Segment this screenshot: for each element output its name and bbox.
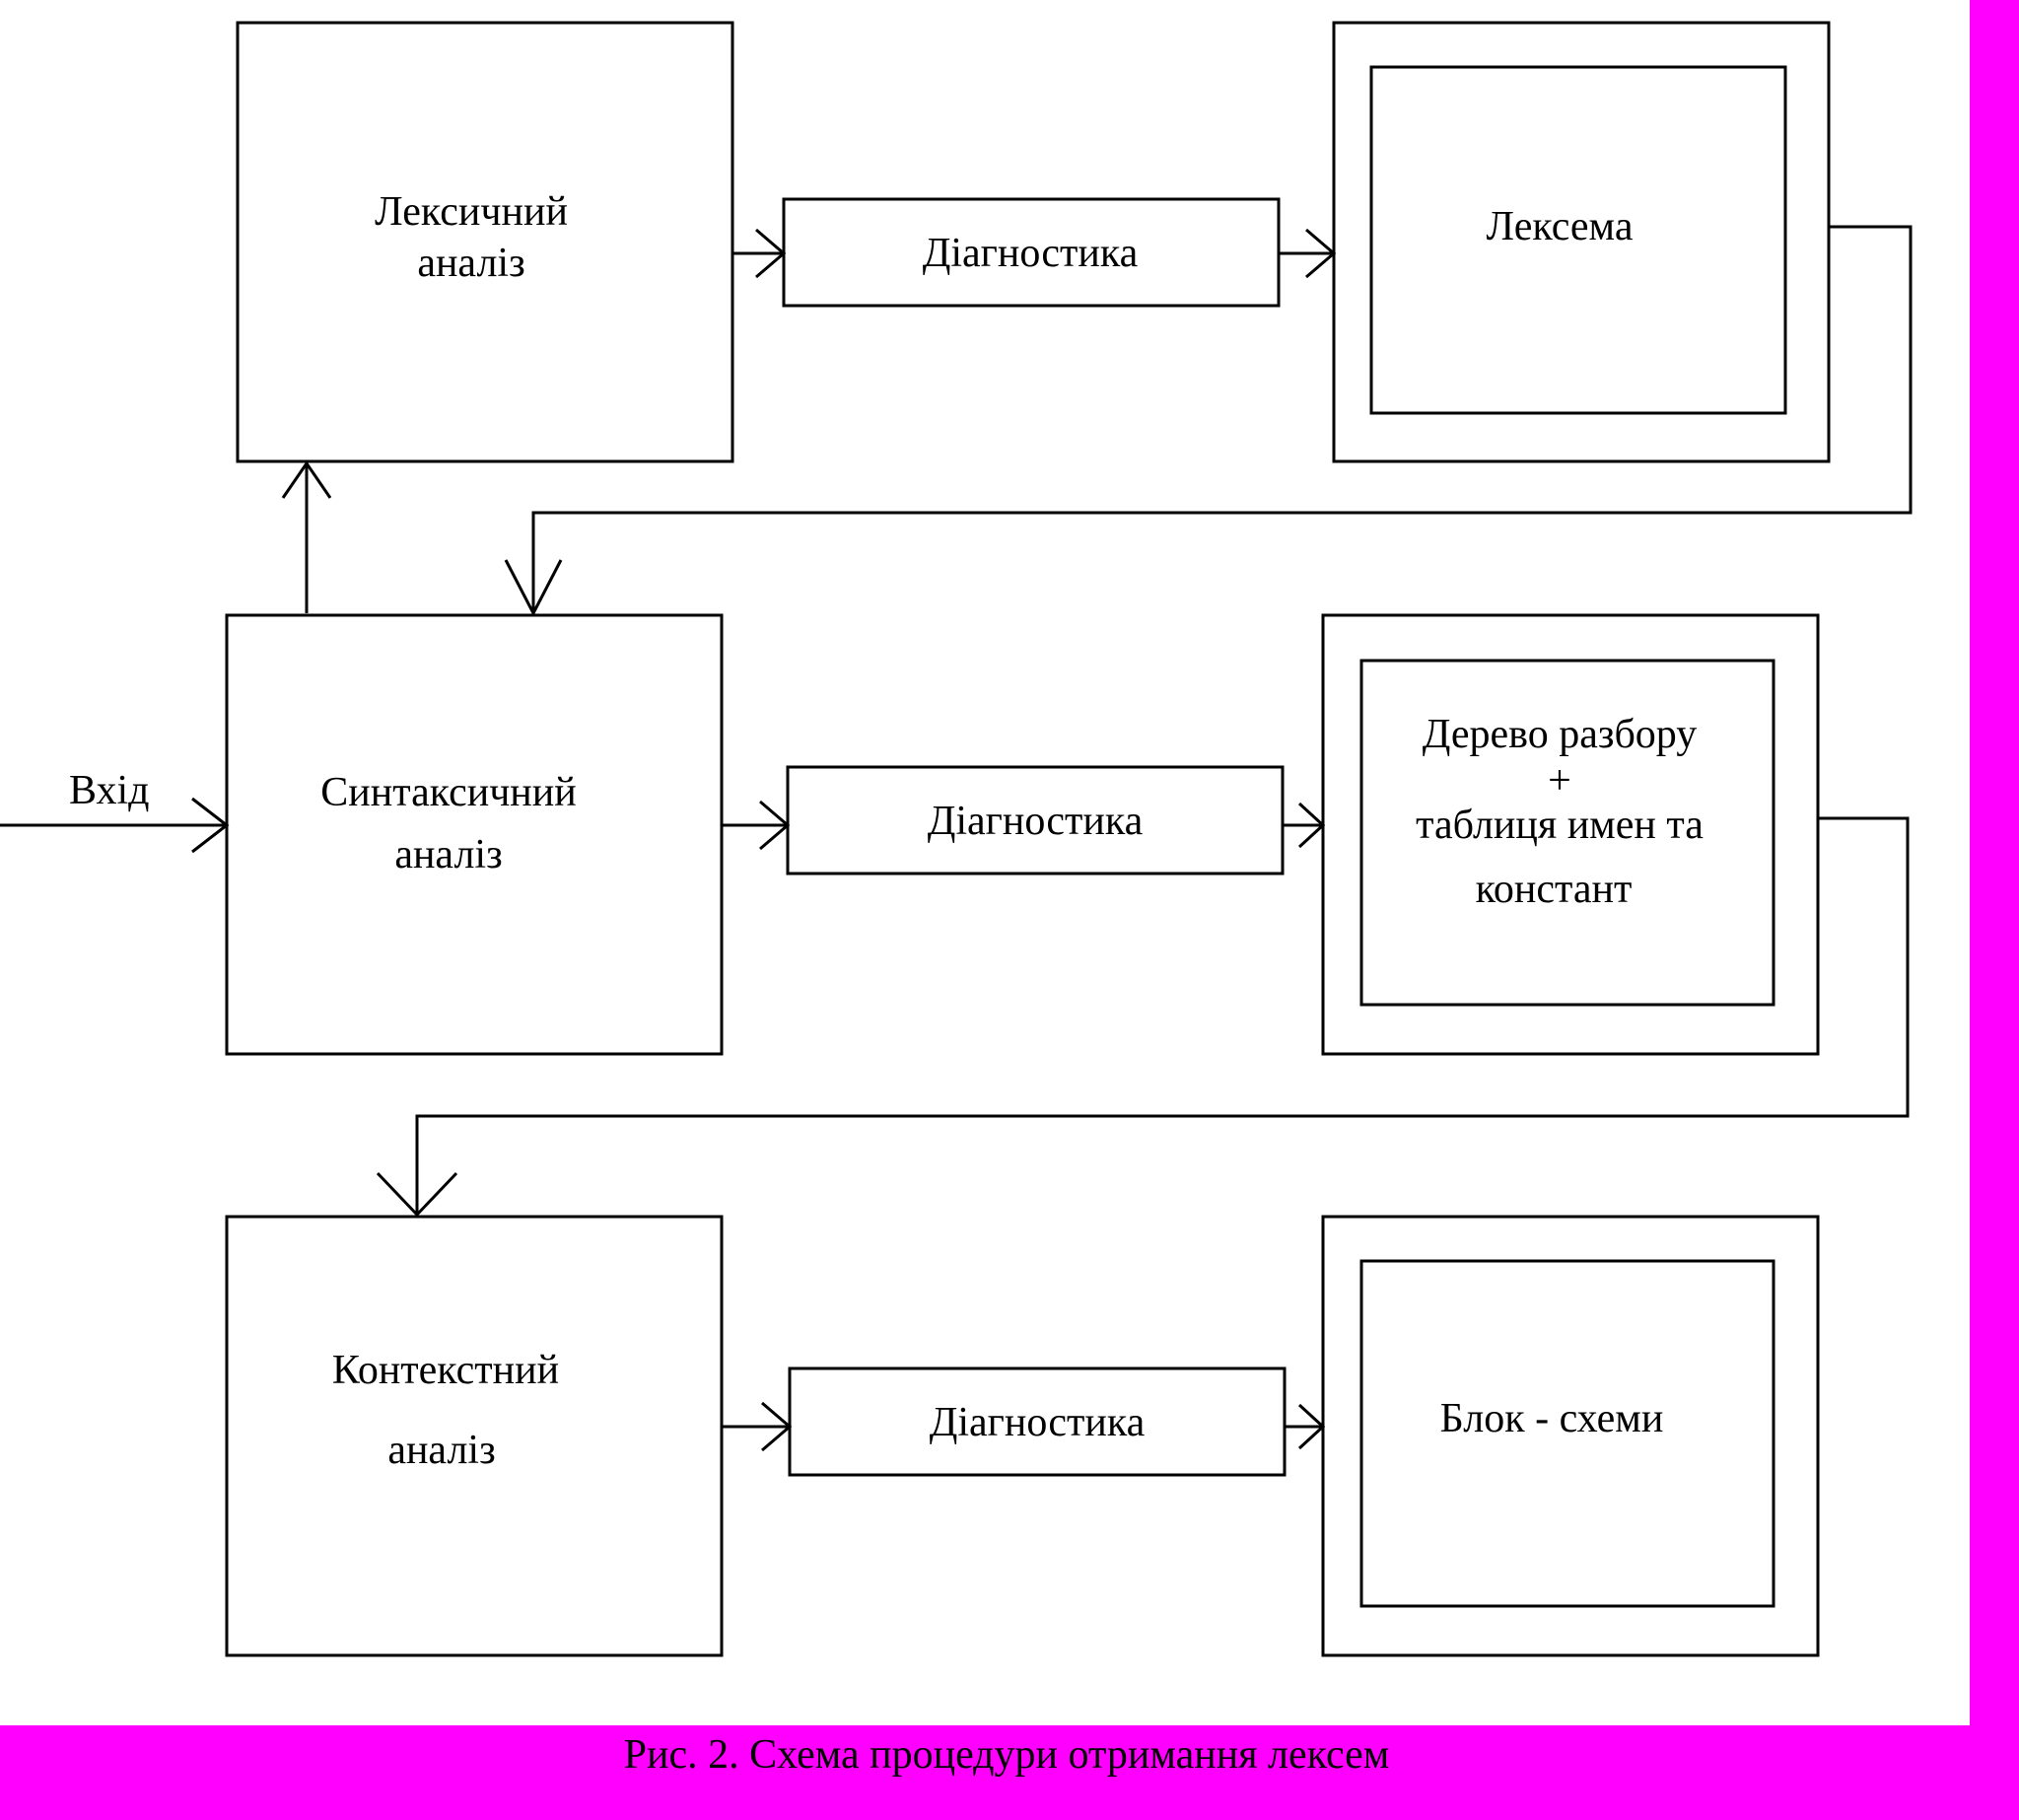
- input-label: Вхід: [69, 768, 150, 813]
- lexeme-output-label: Лексема: [1487, 204, 1634, 249]
- arrow-diagnostics-to-parse-tree: [1283, 802, 1326, 849]
- lexical-analysis-label-line2: аналіз: [417, 241, 524, 286]
- arrow-diagnostics-to-flowcharts: [1285, 1403, 1326, 1450]
- flowcharts-output-inner: [1359, 1259, 1775, 1608]
- diagnostics-box-2: [786, 765, 1285, 875]
- arrow-lexeme-to-syntactic: [504, 225, 1913, 617]
- flowcharts-output-label: Блок - схеми: [1440, 1396, 1664, 1441]
- diagnostics-label-1: Діагностика: [923, 231, 1139, 276]
- lexical-analysis-label-line1: Лексичний: [375, 189, 568, 235]
- lexeme-output-inner: [1369, 65, 1787, 415]
- parse-tree-label-line4: констант: [1476, 867, 1633, 912]
- diagnostics-label-3: Діагностика: [930, 1400, 1146, 1445]
- parse-tree-label-line3: таблиця имен та: [1416, 803, 1704, 848]
- arrow-syntactic-to-diagnostics: [722, 800, 791, 851]
- arrow-diagnostics-to-lexeme: [1279, 228, 1337, 279]
- arrow-parse-tree-to-context: [376, 816, 1910, 1218]
- arrow-lexical-to-diagnostics: [732, 228, 787, 279]
- arrow-syntactic-to-lexical: [281, 460, 332, 613]
- diagnostics-box-1: [782, 197, 1281, 308]
- parse-tree-label-line2: +: [1548, 758, 1571, 804]
- context-analysis-label-line2: аналіз: [387, 1428, 495, 1473]
- parse-tree-label-line1: Дерево разбору: [1423, 712, 1698, 757]
- context-analysis-block: [225, 1215, 724, 1657]
- context-analysis-label-line1: Контекстний: [332, 1348, 559, 1393]
- syntactic-analysis-block: [225, 613, 724, 1056]
- diagnostics-label-2: Діагностика: [928, 799, 1144, 844]
- input-arrow: [0, 797, 230, 854]
- syntactic-analysis-label-line2: аналіз: [394, 832, 502, 877]
- parse-tree-output-inner: [1359, 659, 1775, 1007]
- figure-caption: Рис. 2. Схема процедури отримання лексем: [624, 1732, 1390, 1778]
- arrow-context-to-diagnostics: [722, 1401, 793, 1452]
- syntactic-analysis-label-line1: Синтаксичний: [320, 770, 577, 815]
- lexical-analysis-block: [236, 21, 734, 463]
- diagnostics-box-3: [788, 1366, 1287, 1477]
